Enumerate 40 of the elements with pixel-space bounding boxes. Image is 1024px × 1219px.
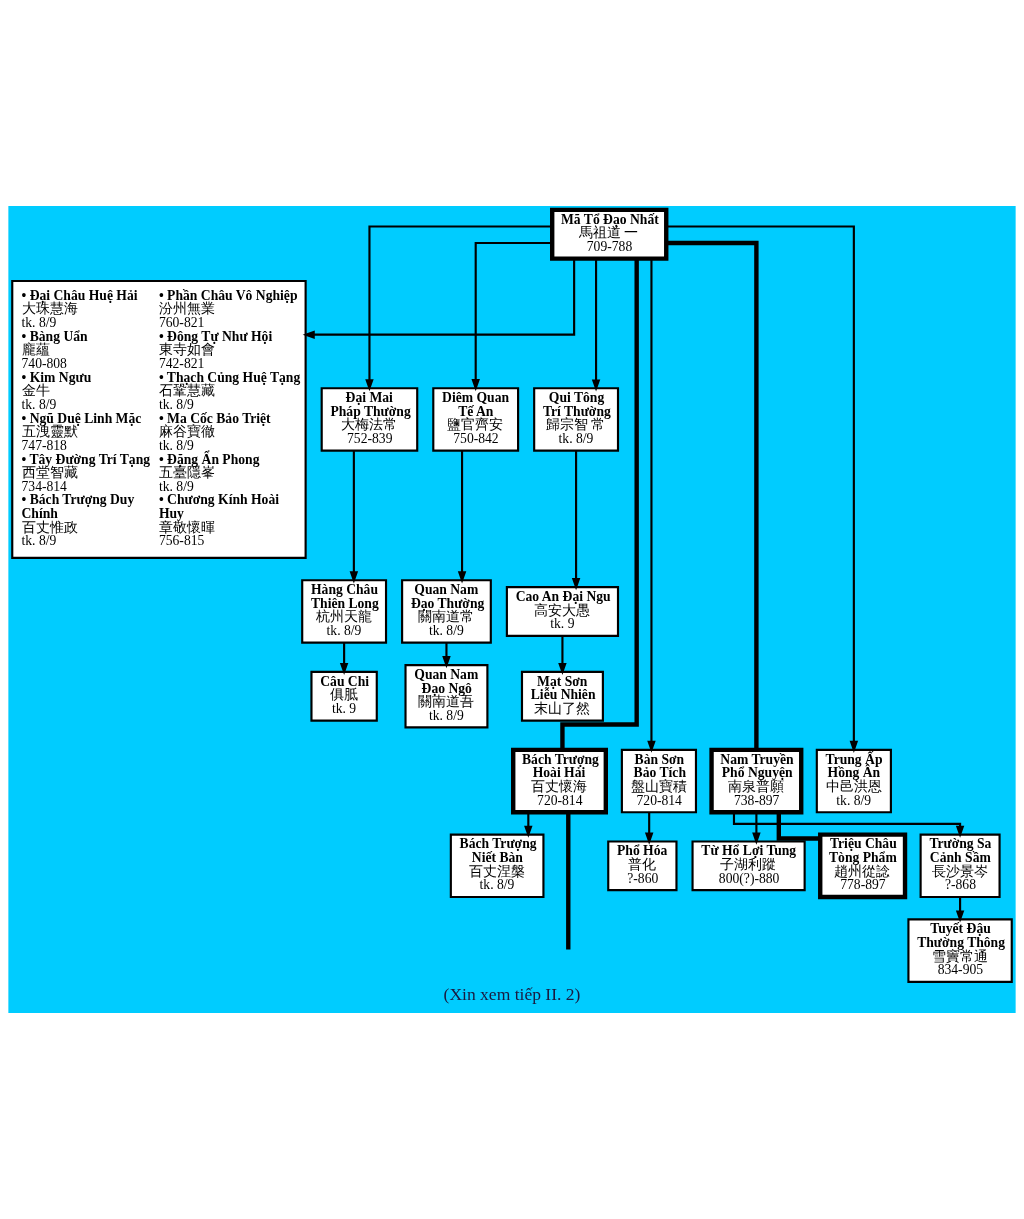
node-box: Diêm Quan Tế An 鹽官齊安 750-842 [432,387,520,452]
node-box: Bách Trượng Hoài Hải 百丈懷海 720-814 [511,747,608,815]
node-box: Bách Trượng Niết Bàn 百丈涅槃 tk. 8/9 [449,833,545,899]
node-box: Phổ Hóa 普化 ?-860 [607,840,678,892]
arrow [457,450,467,584]
node-box: Tuyết Đậu Thường Thông 雪竇常通 834-905 [907,918,1013,983]
arrow [647,258,656,753]
arrow [471,241,552,392]
node-box: Hàng Châu Thiên Long 杭州天龍 tk. 8/9 [301,579,388,644]
arrow [558,635,567,675]
node-box: Mã Tổ Đạo Nhất 馬祖道 一 709-788 [550,207,669,261]
arrow [442,643,451,669]
arrow [591,258,601,392]
connector [666,240,759,750]
caption: (Xin xem tiếp II. 2) [443,983,581,1004]
node-box: Từ Hổ Lợi Tung 子湖利蹤 800(?)-880 [691,840,806,892]
node-box: Đại Mai Pháp Thường 大梅法常 752-839 [320,387,419,452]
node-box: Quan Nam Đạo Ngô 關南道吾 tk. 8/9 [404,663,489,729]
arrow [752,812,761,845]
arrow [365,225,553,392]
node-box: Triệu Châu Tòng Phẩm 趙州從諗 778-897 [818,832,908,900]
node-box: Nam Truyền Phổ Nguyện 南泉普願 738-897 [709,747,804,815]
arrow [666,225,859,753]
arrow [302,258,576,339]
arrow [339,643,349,676]
node-box: Bàn Sơn Bảo Tích 盤山寶積 720-814 [620,748,698,814]
arrow [571,450,581,591]
node-box: Câu Chi 俱胝 tk. 9 [310,670,378,722]
arrow [349,450,359,584]
node-box: • Đại Châu Huệ Hải 大珠慧海 tk. 8/9 • Bàng Uẩn 龐蘊 740-808 • Kim Ngưu 金牛 tk. 8/9 • Ngũ Duệ Linh Mặc 五洩靈默 747-818 • Tây Đường Trí Tạng 西堂智藏 734-814 • Bách Trượng Duy Chính 百丈惟政 tk. 8/9 • Phần Châu Vô Nghiệp 汾州無業 760-821 • Đông Tự Như Hội 東寺如會 742-821 • Thạch Củng Huệ Tạng 石鞏慧藏 tk. 8/9 • Ma Cốc Bảo Triệt 麻谷寶徹 tk. 8/9 • Đặng Ẩn Phong 五臺隱峯 tk. 8/9 • Chương Kính Hoài Huy 章敬懷暉 756-815 [11,280,307,559]
node-box: Qui Tông Trí Thường 歸宗智 常 tk. 8/9 [533,387,620,452]
node-box: Trung Ấp Hồng Ân 中邑洪恩 tk. 8/9 [815,748,892,814]
arrow [732,812,965,838]
connector [566,812,571,950]
arrow [644,812,654,845]
node-box: Trường Sa Cảnh Sầm 長沙景岑 ?-868 [919,833,1001,899]
node-box: Quan Nam Đạo Thường 關南道常 tk. 8/9 [401,579,492,644]
node-box: Mạt Sơn Liễu Nhiên 末山了然 [520,670,604,722]
node-box: Cao An Đại Ngu 高安大愚 tk. 9 [505,586,620,637]
connector [776,812,821,841]
